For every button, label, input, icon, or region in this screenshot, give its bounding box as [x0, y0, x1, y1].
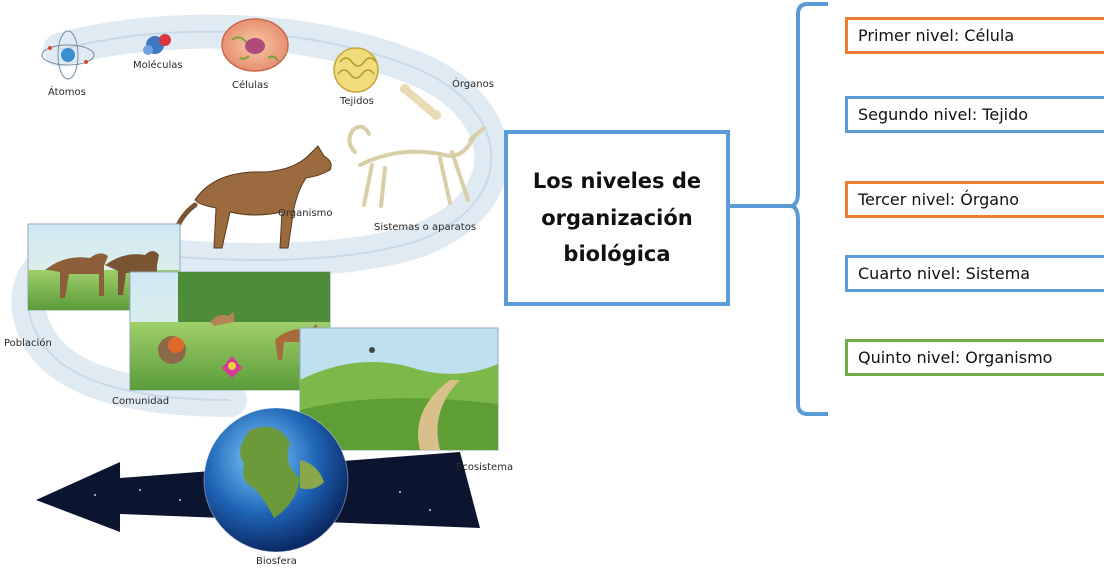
skeleton-icon — [347, 124, 486, 208]
molecule-icon — [143, 34, 171, 55]
globe-icon — [203, 407, 349, 553]
level-label: Primer nivel: Célula — [858, 26, 1015, 45]
level-box-organismo: Quinto nivel: Organismo — [845, 339, 1104, 376]
level-box-tejido: Segundo nivel: Tejido — [845, 96, 1104, 133]
atom-icon — [41, 30, 95, 80]
brace-connector — [730, 2, 828, 416]
level-label: Quinto nivel: Organismo — [858, 348, 1053, 367]
label-sistemas: Sistemas o aparatos — [374, 222, 477, 233]
level-box-organo: Tercer nivel: Órgano — [845, 181, 1104, 218]
label-biosfera: Biosfera — [256, 556, 297, 567]
organization-levels-illustration — [11, 14, 509, 553]
community-panel — [129, 271, 331, 391]
wolf-icon — [172, 145, 332, 249]
label-comunidad: Comunidad — [112, 396, 170, 407]
level-box-sistema: Cuarto nivel: Sistema — [845, 255, 1104, 292]
bone-icon — [400, 84, 441, 120]
level-label: Tercer nivel: Órgano — [858, 190, 1020, 209]
label-organos: Órganos — [452, 79, 494, 90]
title-box: Los niveles de organización biológica — [504, 130, 730, 306]
tissue-icon — [333, 47, 379, 93]
level-box-celula: Primer nivel: Célula — [845, 17, 1104, 54]
cell-icon — [221, 18, 289, 72]
ecosystem-panel — [299, 327, 499, 451]
level-label: Segundo nivel: Tejido — [858, 105, 1029, 124]
label-ecosistema: Ecosistema — [456, 462, 514, 473]
label-tejidos: Tejidos — [340, 96, 374, 107]
label-atomos: Átomos — [48, 87, 86, 98]
level-label: Cuarto nivel: Sistema — [858, 264, 1031, 283]
diagram-title: Los niveles de organización biológica — [532, 168, 702, 267]
label-moleculas: Moléculas — [133, 60, 183, 71]
label-organismo: Organismo — [278, 208, 333, 219]
label-celulas: Células — [232, 80, 269, 91]
label-poblacion: Población — [4, 338, 52, 349]
